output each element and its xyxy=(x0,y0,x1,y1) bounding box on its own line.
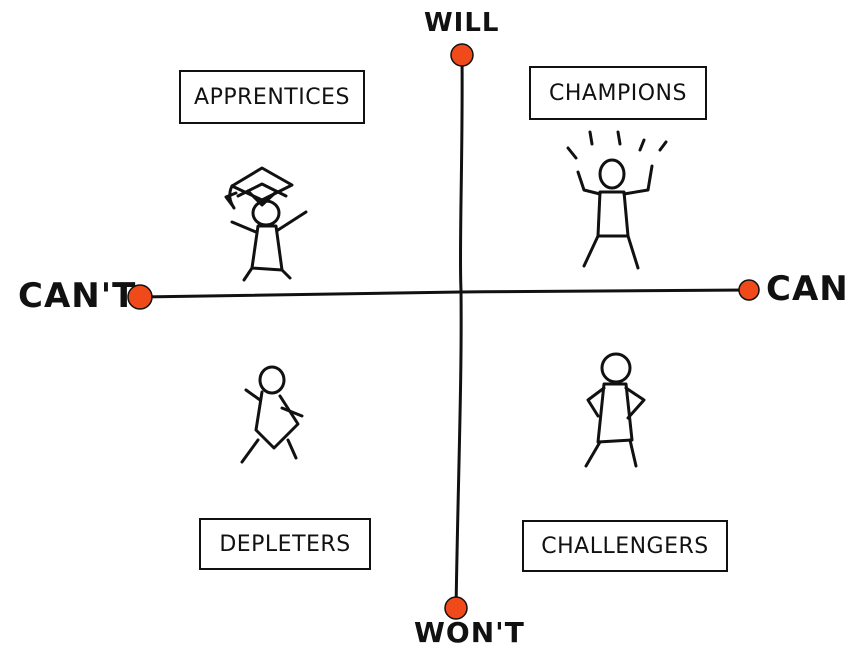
champion-figure xyxy=(566,130,668,270)
quadrant-box-bottom-right: CHALLENGERS xyxy=(522,520,728,572)
horizontal-axis xyxy=(138,288,750,299)
apprentice-figure xyxy=(224,166,308,282)
quadrant-box-top-left: APPRENTICES xyxy=(179,70,365,124)
axis-label-right: CAN xyxy=(766,269,849,309)
quadrant-box-top-right: CHAMPIONS xyxy=(529,66,707,120)
axis-label-left: CAN'T xyxy=(18,276,137,316)
challenger-figure xyxy=(584,352,646,468)
axis-label-bottom: WON'T xyxy=(414,616,525,649)
left-dot xyxy=(127,284,153,310)
bottom-dot xyxy=(444,596,468,620)
quadrant-box-bottom-left: DEPLETERS xyxy=(199,518,371,570)
axis-label-top: WILL xyxy=(424,8,500,38)
right-dot xyxy=(738,279,760,301)
depleter-figure xyxy=(240,365,304,464)
vertical-axis xyxy=(454,53,464,612)
top-dot xyxy=(450,43,474,67)
